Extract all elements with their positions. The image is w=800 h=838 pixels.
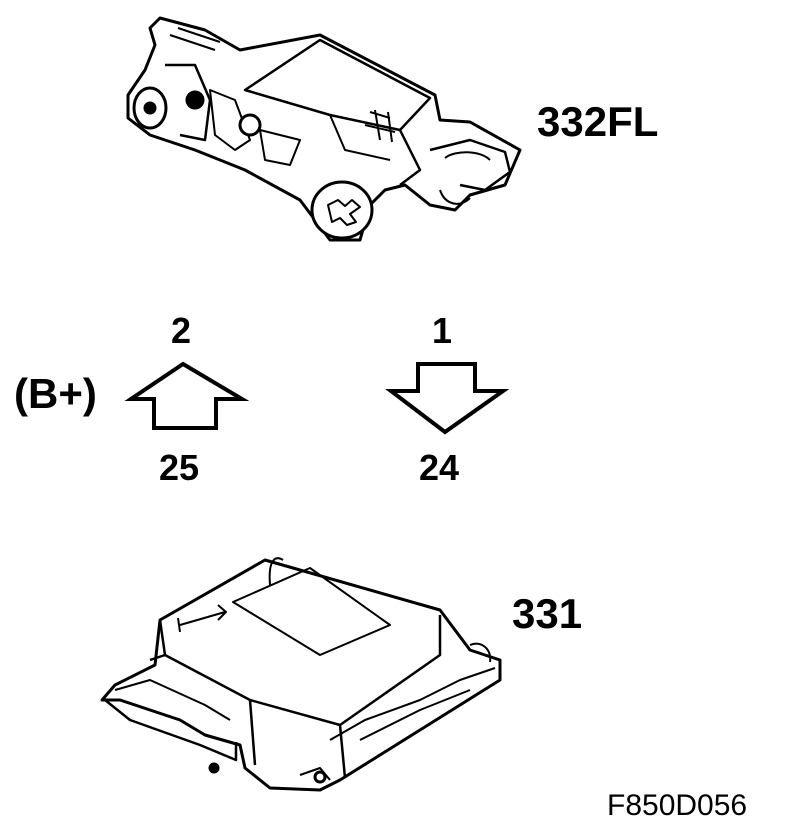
figure-code: F850D056 bbox=[607, 789, 748, 822]
module-label: 331 bbox=[512, 590, 583, 637]
arrow-up-icon bbox=[124, 361, 250, 430]
supply-label: (B+) bbox=[14, 370, 97, 417]
pin-down-bottom-label: 24 bbox=[419, 447, 460, 488]
arrow-down-icon bbox=[385, 362, 510, 435]
pin-up-top-label: 2 bbox=[171, 310, 192, 351]
control-module-331-drawing bbox=[100, 557, 502, 792]
pin-up-bottom-label: 25 bbox=[159, 447, 200, 488]
sensor-label: 332FL bbox=[537, 98, 659, 145]
crash-sensor-332fl-drawing bbox=[126, 16, 522, 242]
pin-down-top-label: 1 bbox=[432, 310, 453, 351]
